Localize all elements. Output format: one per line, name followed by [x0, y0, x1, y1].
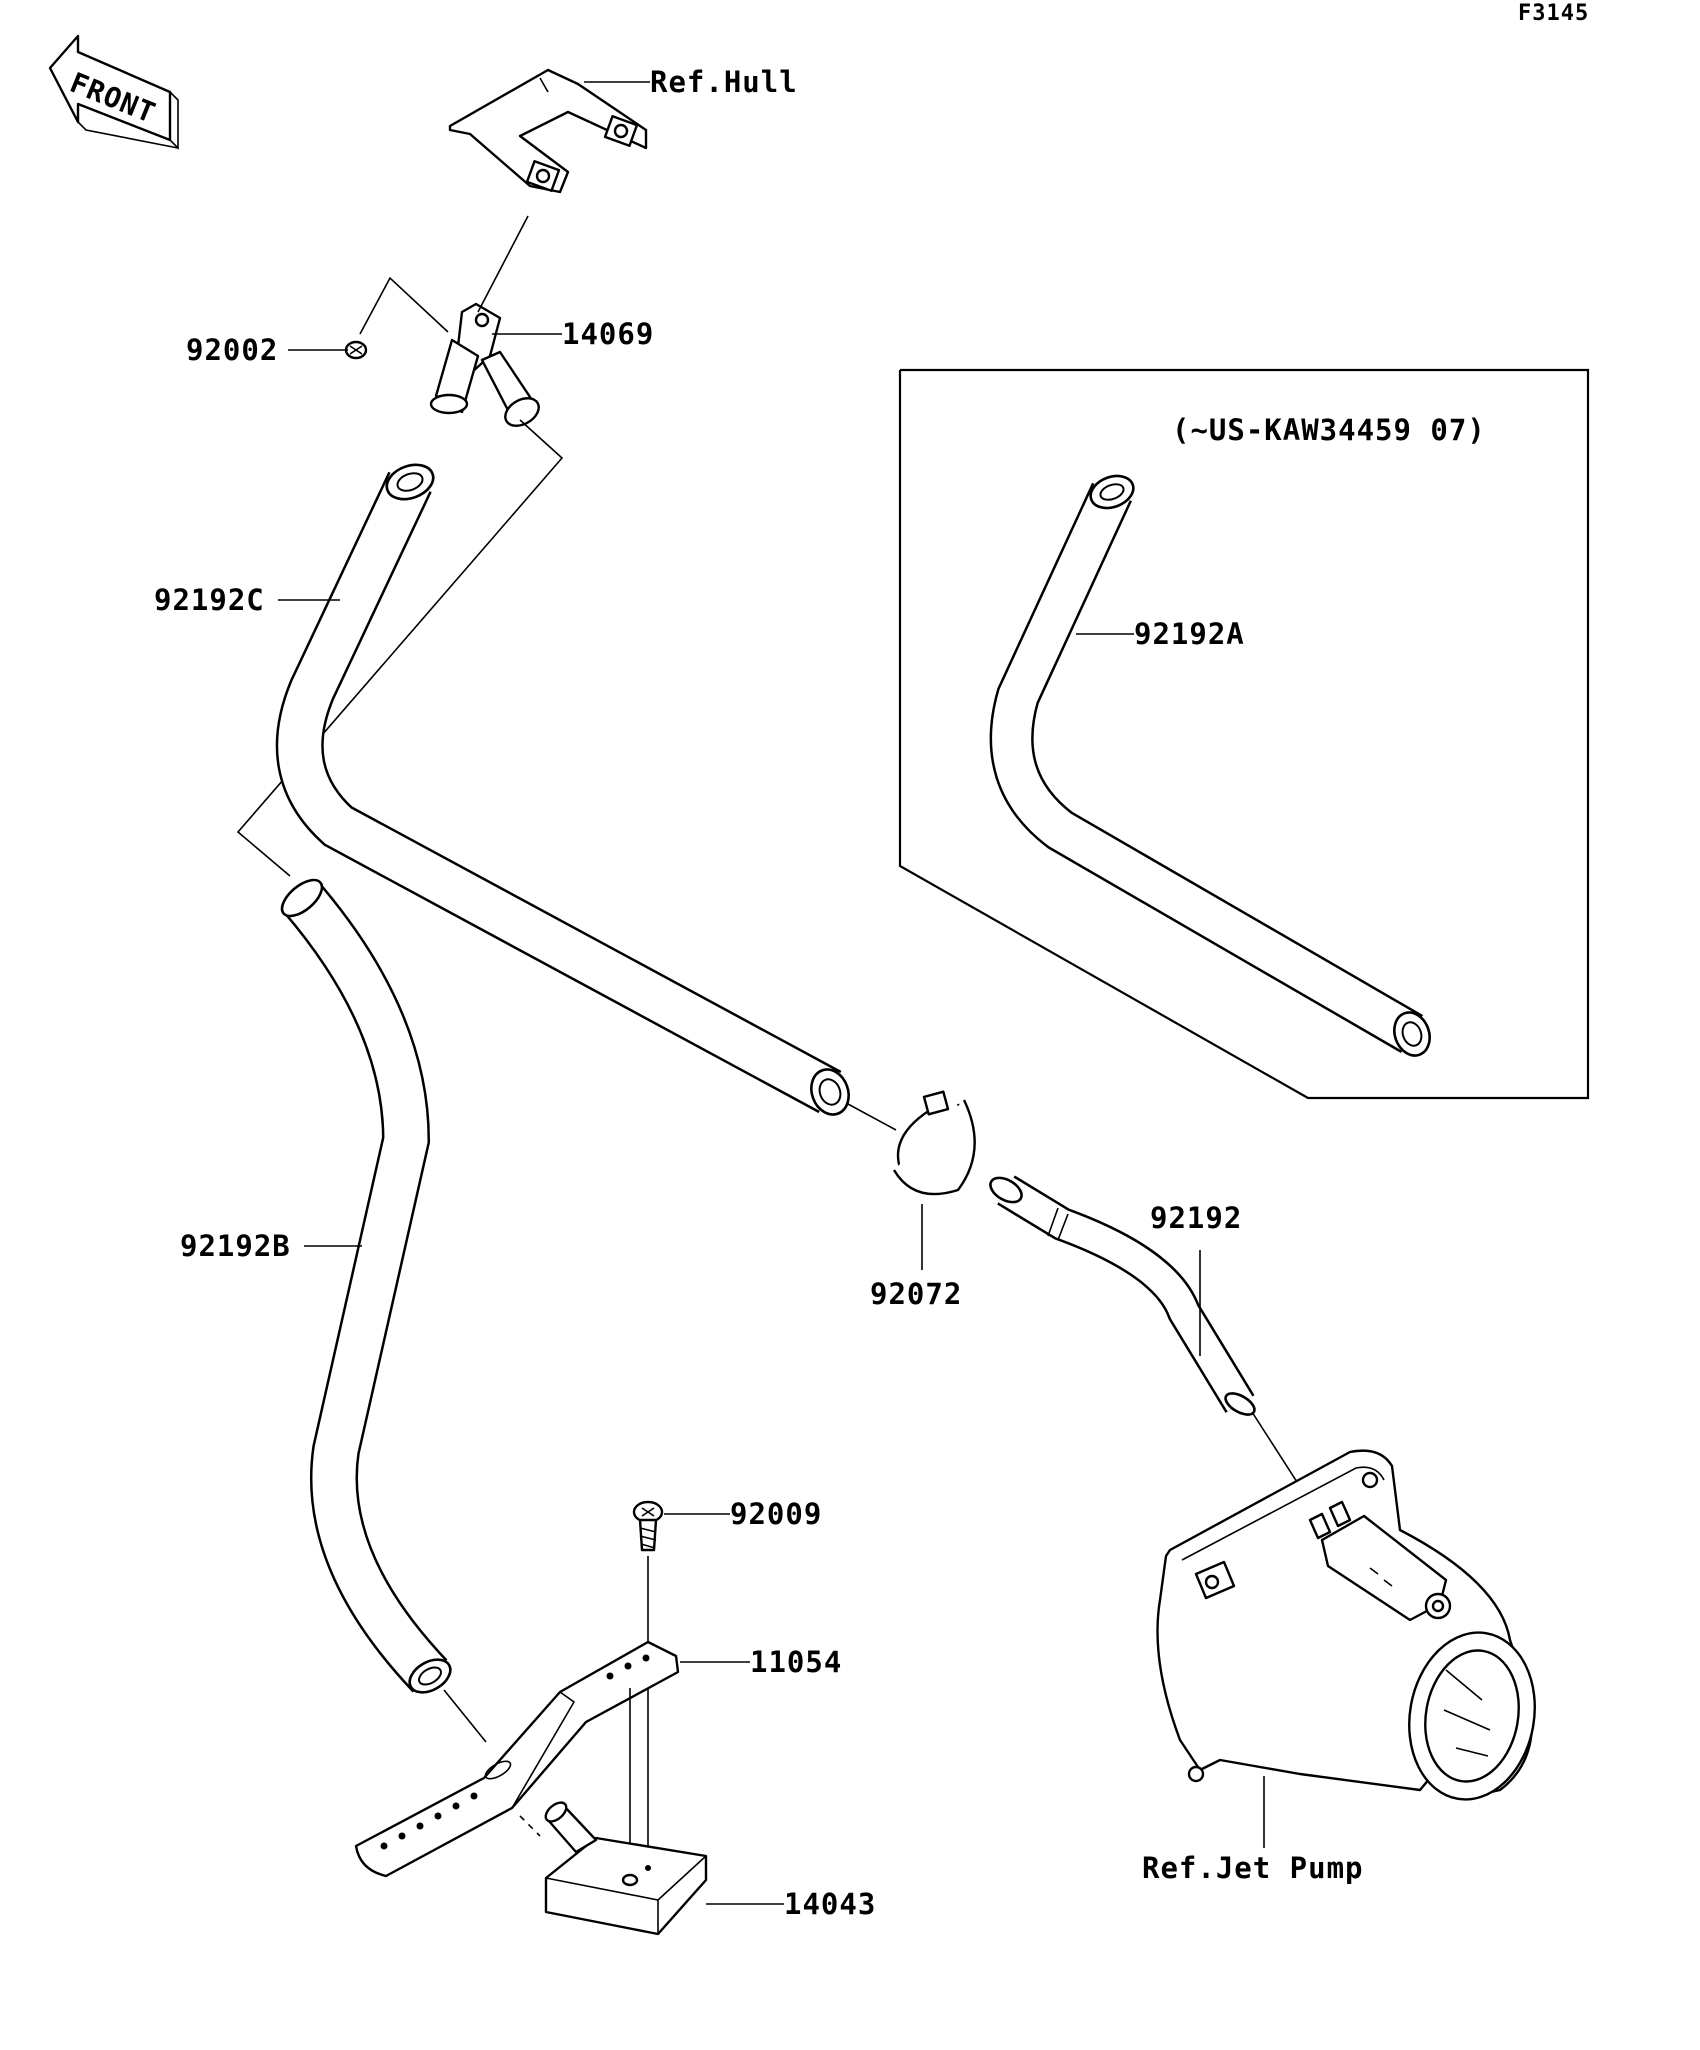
diagram-code: F3145 [1518, 1, 1589, 26]
part-14069-fitting [429, 302, 540, 427]
p92192C-label: 92192C [154, 583, 265, 617]
hull-to-fitting-leader [477, 215, 529, 313]
p92072-label: 92072 [870, 1277, 962, 1311]
hose-to-clamp-leader [847, 1103, 897, 1131]
assembly-leader [236, 419, 564, 877]
bracket-to-strainer-leader [519, 1815, 541, 1837]
hose-92192B [280, 878, 452, 1694]
p14043-label: 14043 [784, 1887, 876, 1921]
p14069-label: 14069 [562, 317, 654, 351]
inset-box: (~US-KAW34459 07) 92192A [898, 368, 1590, 1100]
part-92002-screw [344, 340, 368, 360]
hose-92192C [275, 463, 850, 1116]
hose-92192A [989, 474, 1431, 1057]
part-92009-screw [632, 1500, 664, 1552]
ref-hull-label: Ref.Hull [650, 65, 798, 99]
inset-note: (~US-KAW34459 07) [1172, 413, 1486, 447]
p92192-label: 92192 [1150, 1201, 1242, 1235]
screw-to-fitting-leader [359, 276, 449, 335]
part-92072-clamp [892, 1090, 976, 1196]
hose-to-bracket-leader [443, 1689, 487, 1743]
hull-bracket [448, 68, 648, 194]
front-arrow-icon: FRONT [48, 34, 179, 150]
p11054-label: 11054 [750, 1645, 842, 1679]
p92002-label: 92002 [186, 333, 278, 367]
p92009-label: 92009 [730, 1497, 822, 1531]
jet-pump [1156, 1449, 1536, 1801]
hose-92192 [989, 1175, 1256, 1416]
part-11054-bracket [354, 1640, 680, 1878]
p92192B-label: 92192B [180, 1229, 291, 1263]
p92192A-label: 92192A [1134, 617, 1245, 651]
part-14043-strainer [544, 1801, 708, 1936]
ref-jet-pump-label: Ref.Jet Pump [1142, 1851, 1364, 1885]
